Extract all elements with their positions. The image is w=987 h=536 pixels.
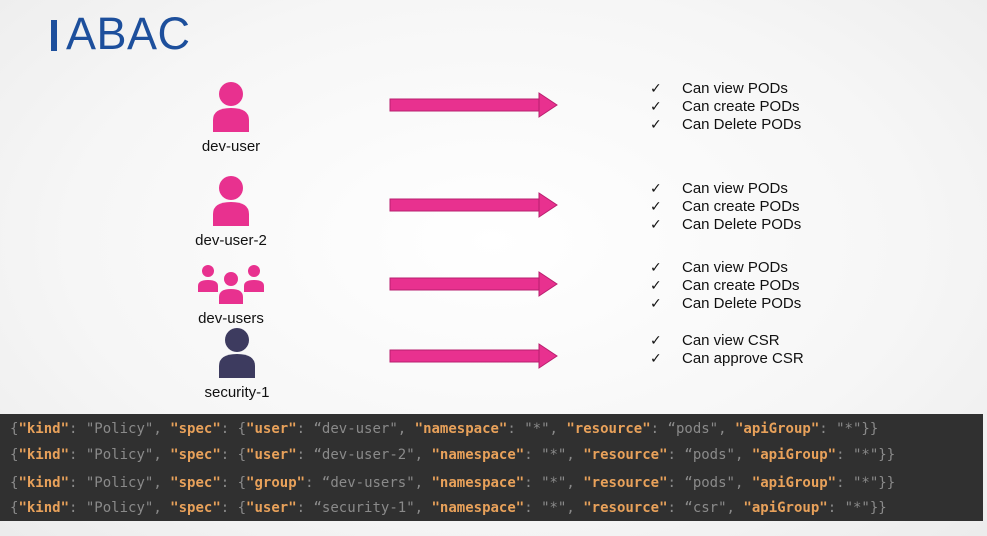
permission-item: ✓Can view PODs bbox=[650, 258, 788, 276]
permission-item: ✓Can create PODs bbox=[650, 197, 800, 215]
permissions-security-1: ✓Can view CSR ✓Can approve CSR bbox=[650, 331, 804, 367]
user-dev-user: dev-user bbox=[171, 80, 291, 155]
permission-item: ✓Can create PODs bbox=[650, 97, 800, 115]
permission-item: ✓Can Delete PODs bbox=[650, 294, 802, 312]
user-icon bbox=[213, 82, 249, 132]
user-dev-user-2: dev-user-2 bbox=[171, 174, 291, 249]
permissions-dev-user: ✓Can view PODs ✓Can create PODs ✓Can Del… bbox=[650, 79, 801, 133]
permission-item: ✓Can Delete PODs bbox=[650, 215, 802, 233]
user-label: dev-user-2 bbox=[195, 232, 267, 249]
permissions-dev-users: ✓Can view PODs ✓Can create PODs ✓Can Del… bbox=[650, 258, 801, 312]
permission-item: ✓Can view PODs bbox=[650, 79, 788, 97]
permissions-dev-user-2: ✓Can view PODs ✓Can create PODs ✓Can Del… bbox=[650, 179, 801, 233]
policy-line: {"kind": "Policy", "spec": {"user": “dev… bbox=[10, 447, 896, 463]
permission-item: ✓Can view PODs bbox=[650, 179, 788, 197]
user-dev-users: dev-users bbox=[171, 262, 291, 327]
policy-line: {"kind": "Policy", "spec": {"group": “de… bbox=[10, 475, 896, 491]
check-icon: ✓ bbox=[650, 115, 662, 132]
title-accent-bar bbox=[51, 20, 57, 51]
arrow-icon bbox=[389, 192, 558, 218]
check-icon: ✓ bbox=[650, 197, 662, 214]
permission-item: ✓Can view CSR bbox=[650, 331, 780, 349]
permission-item: ✓Can create PODs bbox=[650, 276, 800, 294]
arrow-icon bbox=[389, 343, 558, 369]
user-icon bbox=[213, 176, 249, 226]
check-icon: ✓ bbox=[650, 349, 662, 366]
page-title: ABAC bbox=[66, 8, 191, 59]
policy-line: {"kind": "Policy", "spec": {"user": “dev… bbox=[10, 421, 879, 437]
check-icon: ✓ bbox=[650, 79, 662, 96]
user-label: security-1 bbox=[204, 384, 270, 401]
arrow-icon bbox=[389, 271, 558, 297]
user-security-1: security-1 bbox=[177, 326, 297, 401]
check-icon: ✓ bbox=[650, 331, 662, 348]
user-label: dev-users bbox=[198, 310, 264, 327]
policy-code-block: {"kind": "Policy", "spec": {"user": “dev… bbox=[0, 414, 983, 521]
check-icon: ✓ bbox=[650, 258, 662, 275]
permission-item: ✓Can approve CSR bbox=[650, 349, 804, 367]
user-icon bbox=[219, 328, 255, 378]
check-icon: ✓ bbox=[650, 97, 662, 114]
check-icon: ✓ bbox=[650, 294, 662, 311]
permission-item: ✓Can Delete PODs bbox=[650, 115, 802, 133]
user-group-icon bbox=[198, 265, 264, 304]
check-icon: ✓ bbox=[650, 276, 662, 293]
check-icon: ✓ bbox=[650, 215, 662, 232]
user-label: dev-user bbox=[201, 138, 261, 155]
policy-line: {"kind": "Policy", "spec": {"user": “sec… bbox=[10, 500, 887, 516]
check-icon: ✓ bbox=[650, 179, 662, 196]
arrow-icon bbox=[389, 92, 558, 118]
